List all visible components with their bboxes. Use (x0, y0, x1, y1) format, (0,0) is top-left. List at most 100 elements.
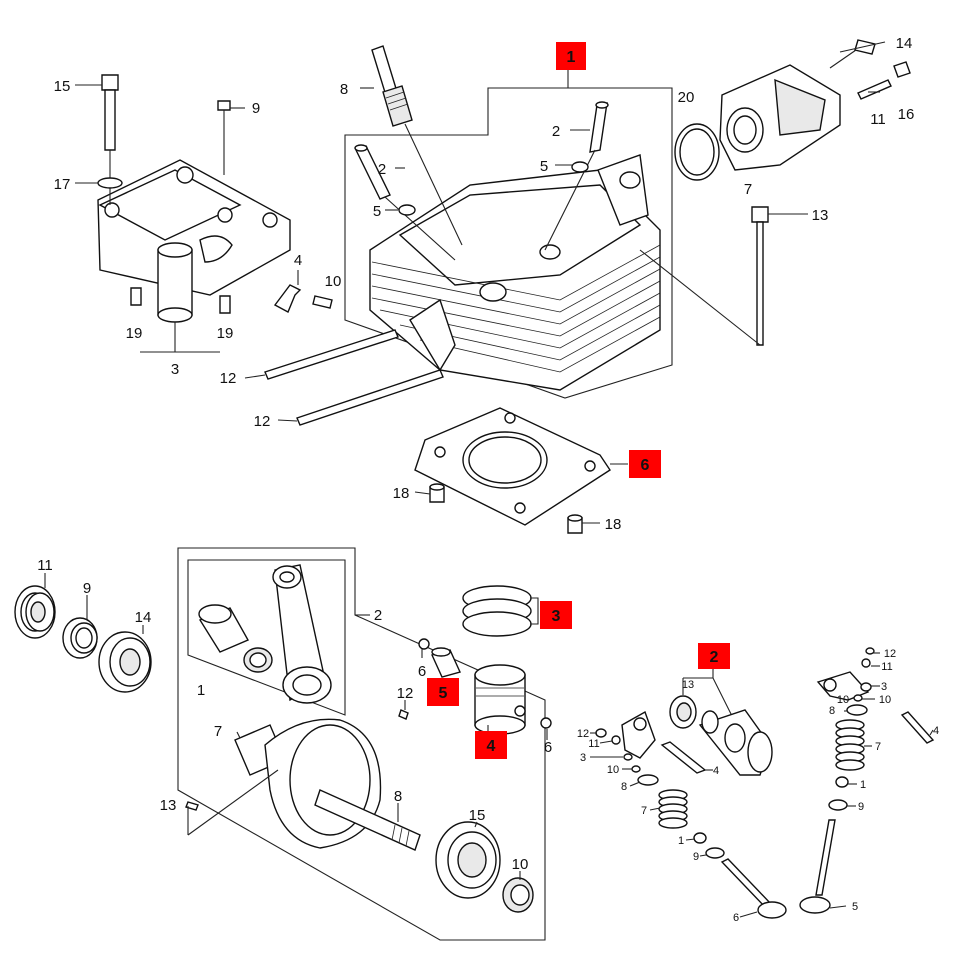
badge-1 (556, 42, 586, 70)
badge-2-label: 2 (710, 649, 719, 666)
callout-bearing-left: 14 (135, 609, 152, 626)
callout-screw-right: 12 (884, 648, 896, 660)
badge-6 (629, 450, 661, 478)
cotter-right (835, 776, 849, 788)
adjust-nut-right (861, 658, 871, 668)
callout-insulator-gasket: 20 (678, 89, 695, 106)
callout-intake-bolt: 14 (896, 35, 913, 52)
callout-retainer-right: 8 (829, 705, 835, 717)
callout-spring-left: 7 (641, 805, 647, 817)
valve-right (799, 819, 836, 914)
head-gasket (414, 407, 611, 526)
pin-stop (398, 709, 409, 720)
seat-right (828, 799, 848, 811)
cam-chain-guide (273, 284, 302, 313)
crank-bearing-left (98, 631, 152, 693)
badge-2 (698, 643, 730, 669)
holder-dowel-right (219, 295, 231, 314)
callout-dowel-18-right: 18 (605, 516, 622, 533)
piston (474, 664, 526, 738)
crank-pin-part (198, 604, 249, 653)
lock-right (853, 694, 863, 702)
callout-rocker-shaft-right: 4 (933, 725, 939, 737)
adjust-nut-left (611, 735, 621, 745)
callout-screw-left: 12 (577, 728, 589, 740)
oring-lower (398, 204, 416, 216)
valve-left (720, 858, 787, 919)
stud-upper (264, 329, 399, 380)
callout-holder-screw: 9 (252, 100, 260, 117)
callout-nut-left: 11 (588, 738, 599, 750)
pin-clip-left (418, 638, 430, 650)
rocker-holder (97, 159, 291, 323)
callout-stud-upper: 12 (220, 370, 237, 387)
callout-spring-right: 7 (875, 741, 881, 753)
oring-upper (571, 161, 589, 173)
callout-lock-right: 10 (837, 694, 849, 706)
callout-seat-left: 9 (693, 851, 699, 863)
holder-screw (217, 100, 231, 175)
piston-rings (462, 585, 539, 637)
cotter-left (693, 832, 707, 844)
callout-stud-lower: 12 (254, 413, 271, 430)
callout-key: 13 (160, 797, 177, 814)
callout-adjuster-right: 3 (881, 681, 887, 693)
callout-pin-clip-left: 6 (418, 663, 426, 680)
rocker-left (621, 710, 656, 759)
callout-crank-shaft: 8 (394, 788, 402, 805)
callout-retainer-left: 8 (621, 781, 627, 793)
callout-cam-bearing: 13 (682, 679, 694, 691)
needle-cage (243, 647, 273, 673)
rocker-right (816, 671, 870, 701)
adjust-screw-right (865, 647, 875, 655)
callout-dowel-19-left: 19 (126, 325, 143, 342)
holder-bolt (101, 74, 119, 205)
callout-valve-left: 6 (733, 912, 739, 924)
callout-conrod-kit: 1 (197, 682, 205, 699)
callout-oil-seal: 9 (83, 580, 91, 597)
dowel-right (567, 514, 583, 534)
cylinder-head-group (75, 39, 911, 534)
callout-lock-right-2: 10 (879, 694, 891, 706)
badge-3-label: 3 (552, 608, 561, 625)
seat-left (705, 847, 725, 859)
badge-5 (427, 678, 459, 706)
badge-4-label: 4 (487, 738, 496, 755)
callout-seat-right: 9 (858, 801, 864, 813)
badge-3 (540, 601, 572, 629)
callout-valve-guide-upper: 2 (552, 123, 560, 140)
callout-lock-left: 10 (607, 764, 619, 776)
holder-dowel-left (130, 287, 142, 306)
camshaft (698, 709, 773, 776)
guide-bolt (312, 295, 333, 309)
crankshaft (234, 718, 421, 851)
callout-pin-clip-right: 6 (544, 739, 552, 756)
holder-washer (97, 177, 123, 189)
callout-spark-plug: 8 (340, 81, 348, 98)
crank-oil-seal (62, 617, 98, 659)
intake-manifold (719, 64, 841, 171)
callout-needle-bearing: 10 (512, 856, 529, 873)
callout-crank-pin: 7 (214, 723, 222, 740)
valve-train-group (590, 647, 935, 919)
intake-stud (857, 79, 892, 100)
callout-cotter-left: 1 (678, 835, 684, 847)
callout-valve-guide-lower: 2 (378, 161, 386, 178)
intake-nut (893, 61, 911, 78)
conrod (272, 564, 332, 704)
timing-gear (14, 585, 56, 639)
callout-holder-washer: 17 (54, 176, 71, 193)
retainer-left (637, 774, 659, 786)
lock-left (631, 765, 641, 773)
adjuster-left (623, 753, 633, 761)
spring-left (658, 789, 688, 829)
callout-rocker-shaft-left: 4 (713, 765, 719, 777)
spark-plug (371, 45, 463, 246)
callout-timing-gear: 11 (37, 557, 53, 574)
stud-lower (296, 369, 444, 426)
callout-intake-nut: 16 (898, 106, 915, 123)
callout-intake-stud: 11 (870, 111, 886, 128)
callout-dowel-19-right: 19 (217, 325, 234, 342)
crank-bearing-right (435, 821, 501, 899)
cam-bearing (669, 695, 697, 729)
